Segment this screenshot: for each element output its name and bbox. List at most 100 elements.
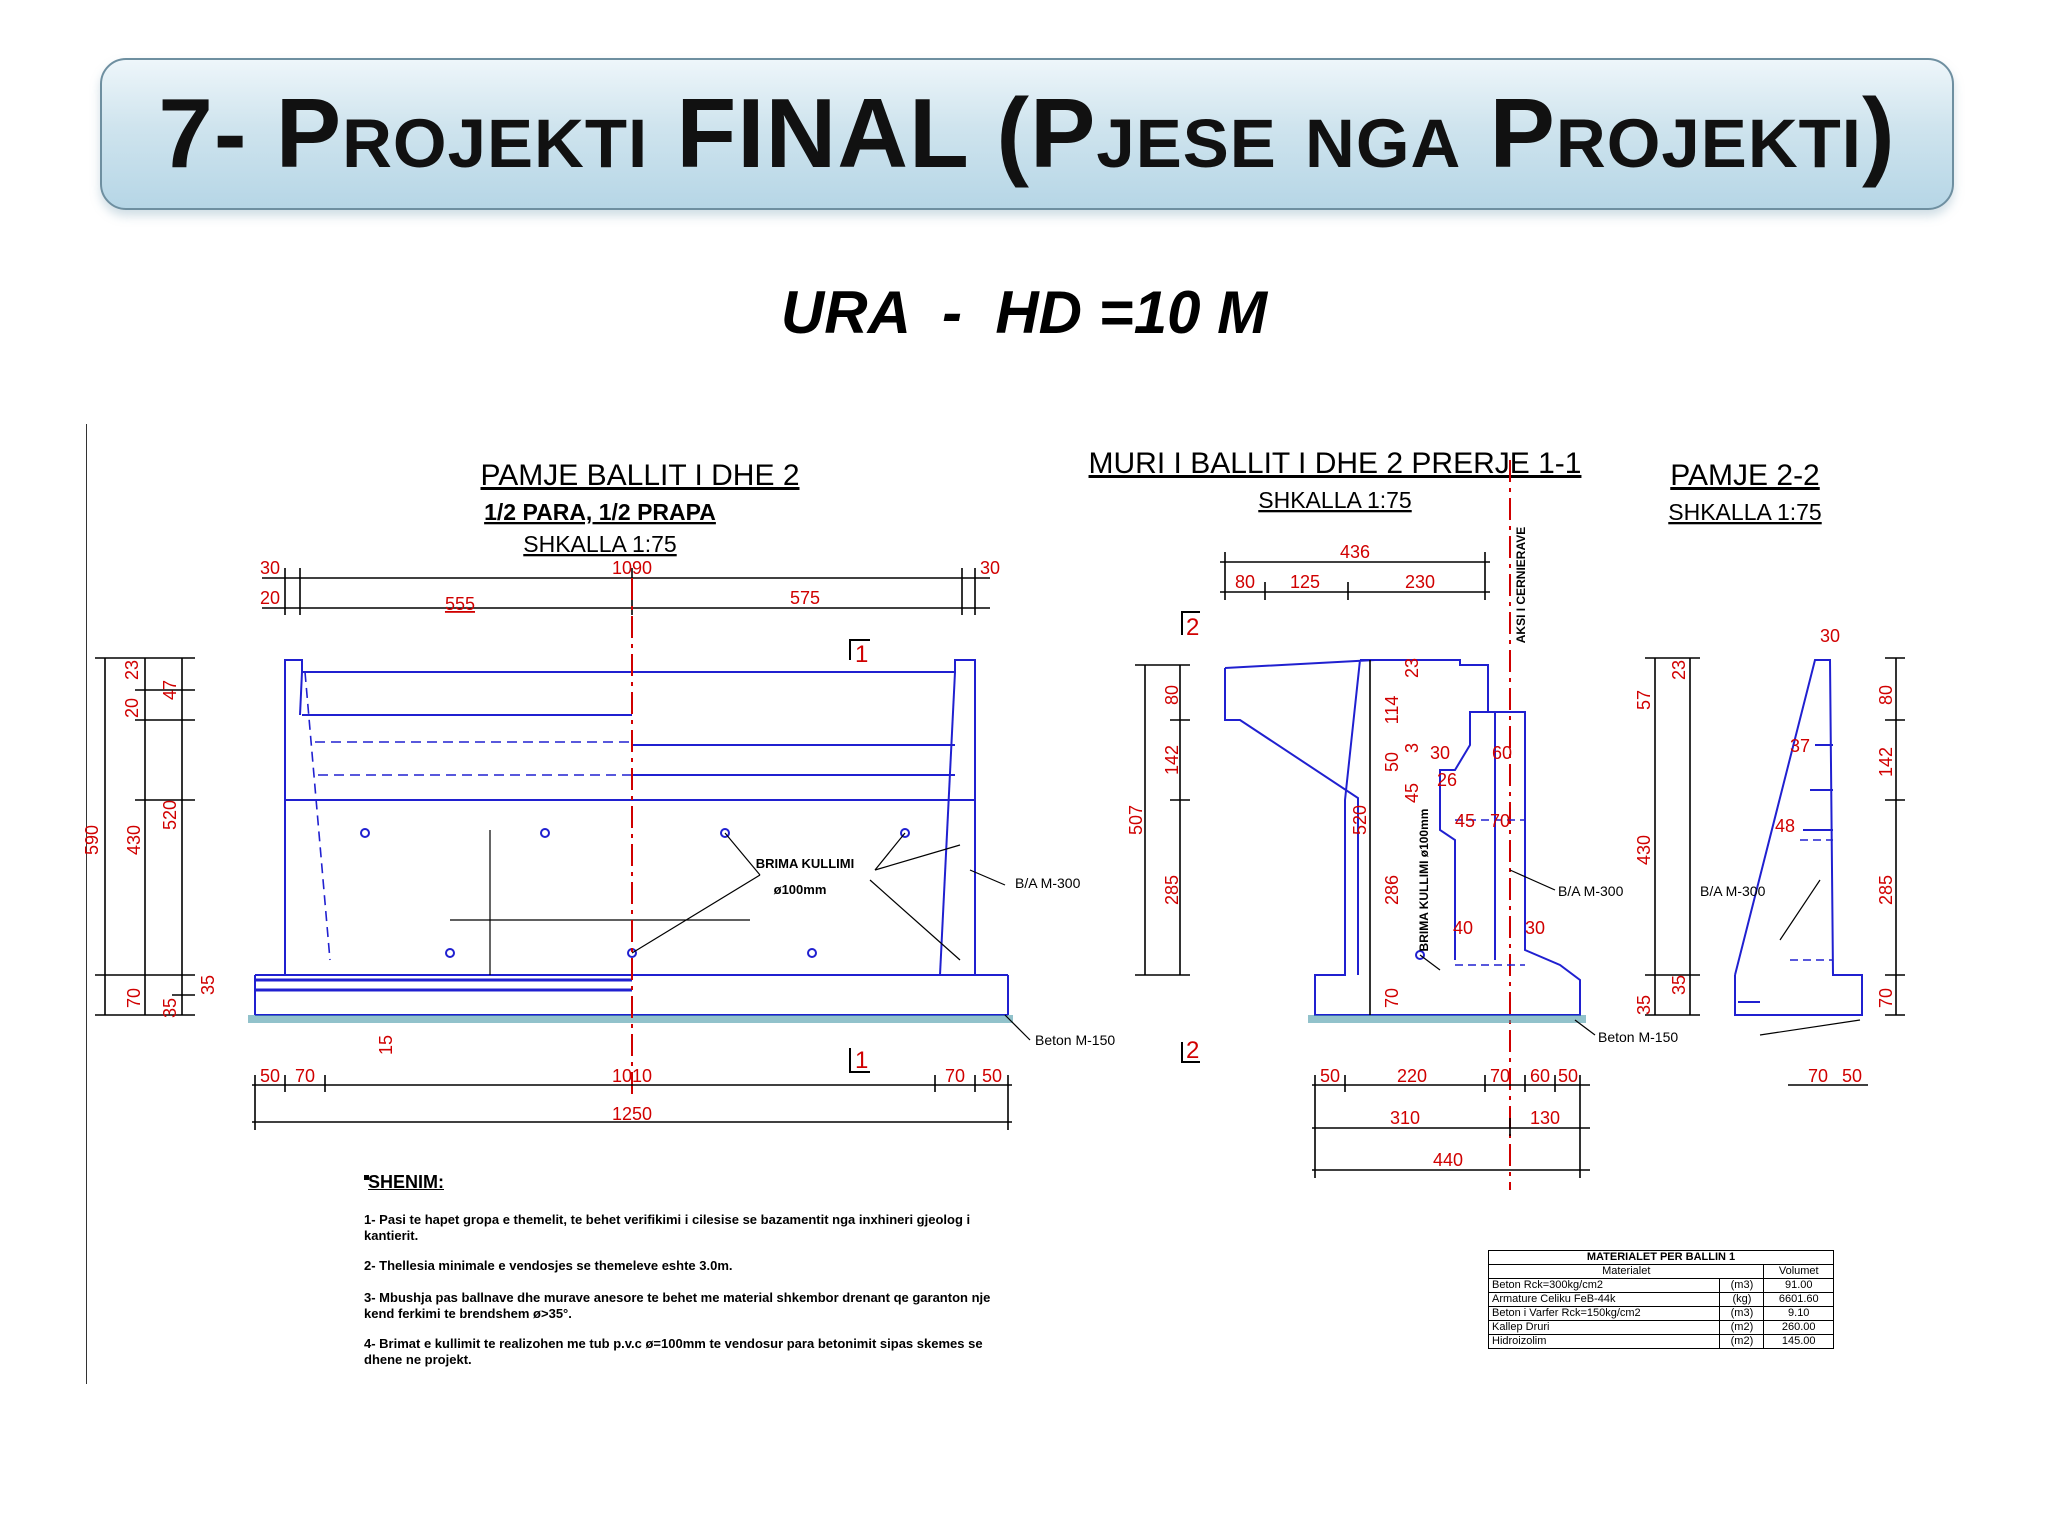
section-outline <box>1224 659 1581 1016</box>
section-lean-label: Beton M-150 <box>1598 1029 1678 1045</box>
dim-label: 50 <box>1320 1066 1340 1086</box>
dim-label: 50 <box>1842 1066 1862 1086</box>
dim-label: 70 <box>124 988 144 1008</box>
dim-label: 114 <box>1382 696 1402 725</box>
dim-label: 35 <box>1634 995 1654 1015</box>
material-volume: 9.10 <box>1763 1306 1834 1321</box>
slide-subtitle: URA - HD =10 M <box>780 279 1268 346</box>
front-view-headings: PAMJE BALLIT I DHE 2 1/2 PARA, 1/2 PRAPA… <box>481 459 800 557</box>
side-concrete-label: B/A M-300 <box>1700 883 1766 899</box>
dim-label: 286 <box>1382 875 1402 905</box>
front-view-title: PAMJE BALLIT I DHE 2 <box>481 459 800 492</box>
material-unit: (m3) <box>1719 1278 1765 1293</box>
dim-label: 30 <box>1525 918 1545 938</box>
title-banner: 7- Projekti FINAL (Pjese nga Projekti) <box>100 58 1954 210</box>
dim-label: 23 <box>122 660 142 680</box>
dim-label: 35 <box>1669 975 1689 995</box>
dim-label: 80 <box>1876 685 1896 705</box>
side-leader <box>1779 879 1821 941</box>
hinge-axis-label: AKSI I CERNIERAVE <box>1514 527 1528 643</box>
dim-label: 50 <box>1382 752 1402 772</box>
dim-label: 220 <box>1397 1066 1427 1086</box>
section-bottom-dimension-labels: 50 220 70 60 50 310 130 440 <box>1320 1066 1578 1170</box>
notes-title: SHENIM: <box>368 1172 444 1192</box>
drawing-sheet-edge <box>86 424 87 1384</box>
note-item-3: 3- Mbushja pas ballnave dhe murave aneso… <box>364 1290 991 1321</box>
brima-front-diameter: ø100mm <box>774 882 827 897</box>
dim-label: 430 <box>1634 835 1654 865</box>
brima-front-labels: BRIMA KULLIMI ø100mm <box>756 856 854 897</box>
section-marker: 1 <box>855 641 868 668</box>
section-leader-lines <box>1419 869 1596 1036</box>
front-lean-leader <box>1004 1014 1031 1041</box>
dim-label: 285 <box>1162 875 1182 905</box>
note-item-1: 1- Pasi te hapet gropa e themelit, te be… <box>364 1212 971 1243</box>
dim-label: 57 <box>1634 690 1654 710</box>
section-vertical-dimension-labels: 80 142 507 285 114 23 520 286 70 50 45 3… <box>1126 658 1545 1008</box>
section-top-dimensions <box>1220 552 1490 600</box>
material-volume: 145.00 <box>1763 1334 1834 1349</box>
material-name: Beton i Varfer Rck=150kg/cm2 <box>1487 1306 1721 1321</box>
side-view-scale: SHKALLA 1:75 <box>1668 499 1821 525</box>
notes-bullet <box>364 1175 369 1180</box>
side-dimension-labels: 57 23 430 35 35 30 37 48 80 142 285 70 7… <box>1634 626 1896 1086</box>
materials-table: MATERIALET PER BALLIN 1 Materialet Volum… <box>1487 1250 1834 1349</box>
front-section-markers <box>849 639 870 1073</box>
front-top-dimension-labels: 30 1090 30 20 555 575 <box>260 558 1000 614</box>
section-marker: 2 <box>1186 1037 1199 1064</box>
section-view-headings: MURI I BALLIT I DHE 2 PRERJE 1-1 SHKALLA… <box>1089 447 1582 513</box>
dim-label: 60 <box>1530 1066 1550 1086</box>
material-volume: 260.00 <box>1763 1320 1834 1335</box>
table-row: Kallep Druri (m2) 260.00 <box>1487 1320 1834 1335</box>
section-marker: 1 <box>855 1047 868 1074</box>
dim-label: 45 <box>1455 811 1475 831</box>
table-row: Hidroizolim (m2) 145.00 <box>1487 1334 1834 1349</box>
dim-label: 23 <box>1669 660 1689 680</box>
dim-label: 125 <box>1290 572 1320 592</box>
materials-header-name: Materialet <box>1487 1264 1765 1279</box>
dim-label: 70 <box>1490 811 1510 831</box>
note-item-2: 2- Thellesia minimale e vendosjes se the… <box>364 1258 733 1273</box>
front-left-dimension-labels: 590 430 70 520 23 20 47 35 35 15 <box>82 660 396 1055</box>
section-vertical-dimensions <box>1135 660 1371 1015</box>
materials-table-caption: MATERIALET PER BALLIN 1 <box>1488 1250 1834 1265</box>
dim-label: 47 <box>160 680 180 700</box>
front-view-subtitle: 1/2 PARA, 1/2 PRAPA <box>484 499 716 525</box>
front-concrete-label: B/A M-300 <box>1015 875 1081 891</box>
front-section-marker-labels: 1 1 <box>855 641 868 1074</box>
material-volume: 6601.60 <box>1763 1292 1834 1307</box>
material-name: Kallep Druri <box>1487 1320 1721 1335</box>
dim-label: 70 <box>945 1066 965 1086</box>
material-unit: (m3) <box>1719 1306 1765 1321</box>
table-row: Beton i Varfer Rck=150kg/cm2 (m3) 9.10 <box>1487 1306 1834 1321</box>
dim-label: 20 <box>260 588 280 608</box>
dim-label: 130 <box>1530 1108 1560 1128</box>
materials-table-caption-row: MATERIALET PER BALLIN 1 <box>1488 1250 1834 1265</box>
dim-label: 142 <box>1162 745 1182 775</box>
dim-label: 70 <box>295 1066 315 1086</box>
dim-label: 50 <box>982 1066 1002 1086</box>
dim-label: 26 <box>1437 770 1457 790</box>
dim-label: 30 <box>1820 626 1840 646</box>
slide-title: 7- Projekti FINAL (Pjese nga Projekti) <box>158 78 1896 188</box>
dim-label: 440 <box>1433 1150 1463 1170</box>
side-view-hidden-lines <box>1790 839 1833 961</box>
front-bottom-dimensions <box>252 1075 1012 1130</box>
dim-label: 1250 <box>612 1104 652 1124</box>
dim-label: 230 <box>1405 572 1435 592</box>
section-top-dimension-labels: 436 80 125 230 <box>1235 542 1435 592</box>
dim-label: 590 <box>82 825 102 855</box>
dim-label: 1090 <box>612 558 652 578</box>
dim-label: 23 <box>1402 658 1422 678</box>
dim-label: 142 <box>1876 747 1896 777</box>
front-bottom-dimension-labels: 50 70 1010 70 50 1250 <box>260 1066 1002 1124</box>
dim-label: 70 <box>1808 1066 1828 1086</box>
front-lean-label: Beton M-150 <box>1035 1032 1115 1048</box>
material-name: Armature Celiku FeB-44k <box>1487 1292 1721 1307</box>
drain-holes <box>360 828 910 958</box>
section-view-title: MURI I BALLIT I DHE 2 PRERJE 1-1 <box>1089 447 1582 480</box>
dim-label: 520 <box>160 800 180 830</box>
dim-label: 555 <box>445 594 475 614</box>
front-view-scale: SHKALLA 1:75 <box>523 531 676 557</box>
side-lean-leader <box>1759 1019 1861 1036</box>
